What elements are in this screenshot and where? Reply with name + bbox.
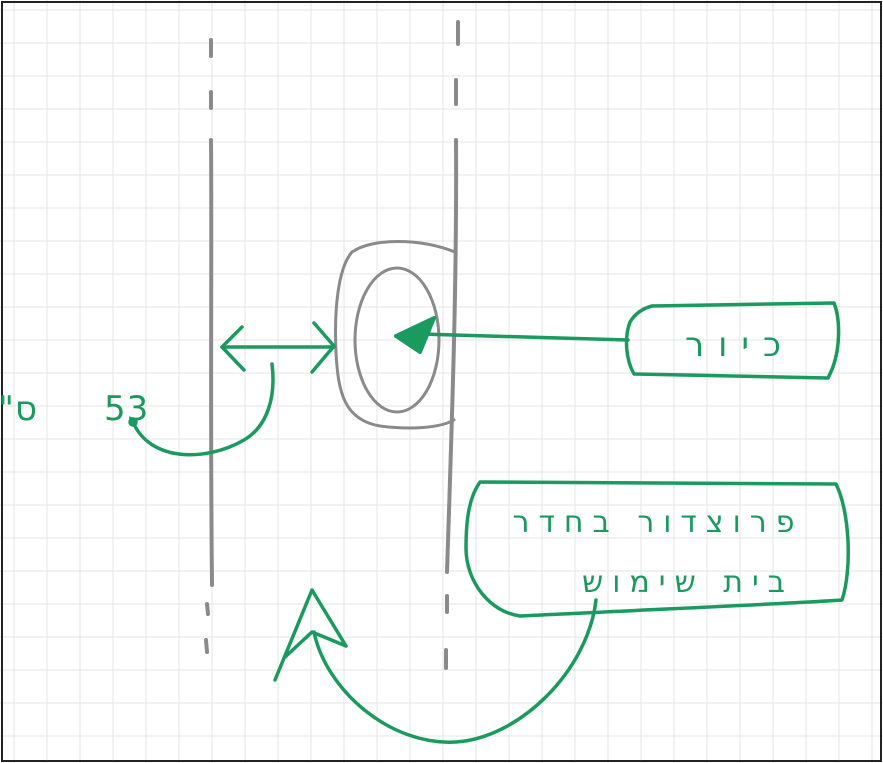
dimension-unit: ס"מ (0, 389, 38, 429)
corridor-walls (204, 20, 460, 670)
opening-label-line2: בית שימוש (582, 565, 794, 600)
left-wall (209, 138, 214, 587)
sink-pointer-arrowhead (394, 316, 436, 354)
opening-arrowhead (273, 588, 348, 682)
opening-label-box (464, 480, 850, 618)
sink-bowl (353, 266, 441, 414)
sink-drawing (334, 240, 457, 430)
right-wall (445, 138, 459, 574)
sink-label-box (624, 301, 841, 380)
dimension-arrowhead-left (220, 325, 246, 372)
left-wall-dash (204, 638, 209, 654)
dimension-leader (131, 362, 275, 457)
leader-dot (128, 417, 138, 427)
opening-label-line1: פרוצדור בחדר (513, 505, 804, 540)
opening-curved-arrow (312, 598, 598, 744)
annotations-ink (128, 301, 850, 744)
sink-label: כיור (685, 325, 795, 365)
sink-pointer-line (418, 332, 630, 342)
left-wall-dash (205, 602, 210, 616)
dimension-value: 53 (104, 389, 149, 429)
dimension-label: ס"מ 53 (0, 389, 149, 429)
dimension-arrowhead-right (310, 321, 336, 374)
sink-outer-rim (334, 240, 457, 430)
